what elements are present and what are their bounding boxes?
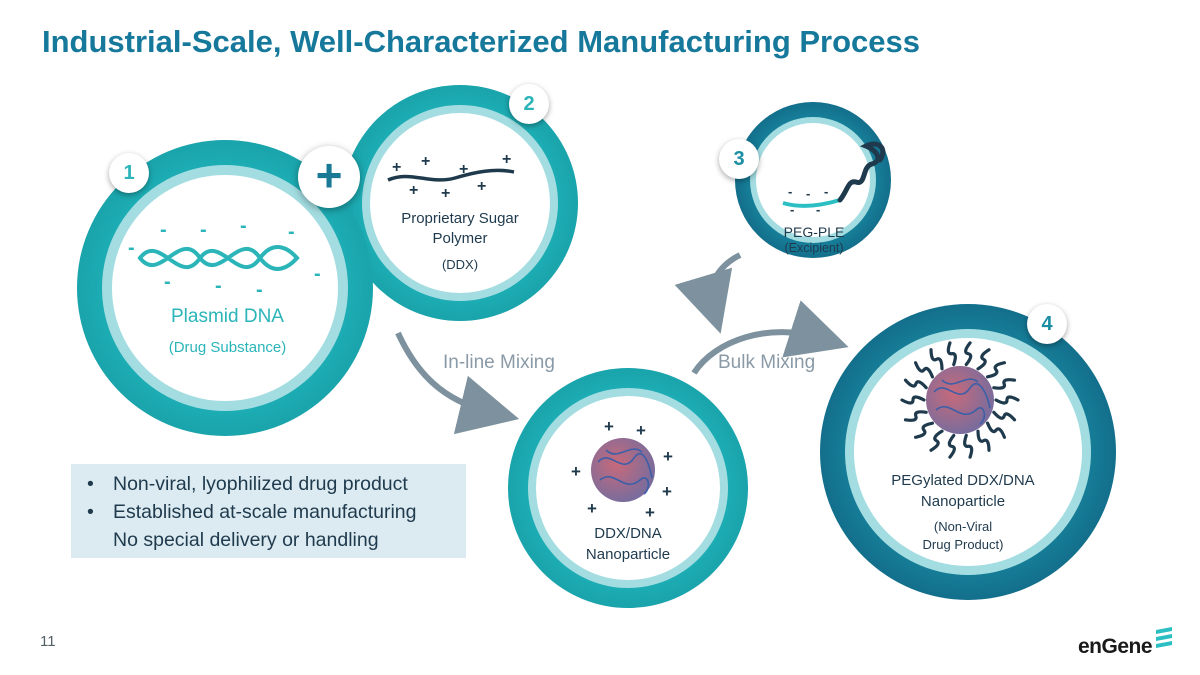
step3-badge: 3 bbox=[719, 139, 759, 179]
svg-text:-: - bbox=[824, 184, 828, 199]
step4-label-line1: PEGylated DDX/DNA bbox=[891, 472, 1035, 489]
plasmid-charges: ---- ----- bbox=[128, 215, 321, 301]
peg-tail bbox=[946, 341, 957, 367]
step3-sublabel: (Excipient) bbox=[784, 241, 844, 255]
step1-badge: 1 bbox=[109, 153, 149, 193]
step2-sublabel: (DDX) bbox=[441, 257, 479, 272]
step4-label-line2: Nanoparticle bbox=[920, 493, 1006, 510]
svg-text:-: - bbox=[215, 275, 222, 297]
svg-text:+: + bbox=[636, 421, 646, 440]
sugar-polymer-icon: ++++ +++ bbox=[387, 151, 515, 202]
plus-icon: + bbox=[315, 149, 343, 201]
svg-text:+: + bbox=[662, 482, 672, 501]
intermediate-label-line1: DDX/DNA bbox=[594, 525, 662, 542]
bullet-item: •Non-viral, lyophilized drug product bbox=[87, 470, 466, 498]
logo-mark-icon bbox=[1156, 627, 1172, 648]
step3-circle bbox=[735, 102, 891, 258]
peg-tail bbox=[985, 361, 1007, 379]
step2-label-line2: Polymer bbox=[432, 230, 488, 247]
bulk-mixing-label: Bulk Mixing bbox=[718, 352, 816, 373]
peg-ple-arrow bbox=[674, 252, 742, 334]
peg-tail bbox=[900, 395, 926, 405]
peg-tail bbox=[976, 429, 991, 452]
step2-badge: 2 bbox=[509, 84, 549, 124]
svg-text:+: + bbox=[587, 499, 597, 518]
peg-tail bbox=[929, 348, 944, 371]
peg-ple-icon: --- -- bbox=[782, 141, 886, 217]
svg-text:+: + bbox=[409, 182, 418, 199]
svg-text:-: - bbox=[314, 263, 321, 285]
step3-label: PEG-PLE bbox=[783, 224, 845, 240]
plasmid-dna-icon bbox=[137, 245, 300, 271]
svg-text:-: - bbox=[240, 215, 247, 237]
peg-tail bbox=[963, 433, 974, 459]
peg-tail bbox=[903, 378, 928, 390]
peg-tail bbox=[913, 421, 935, 439]
page-title: Industrial-Scale, Well-Characterized Man… bbox=[42, 24, 921, 59]
peg-tail bbox=[913, 361, 935, 379]
svg-text:+: + bbox=[571, 462, 581, 481]
logo-text: enGene bbox=[1078, 635, 1153, 658]
step4-sublabel-line1: (Non-Viral bbox=[933, 519, 993, 534]
plus-connector bbox=[298, 146, 360, 208]
step1-label: Plasmid DNA bbox=[171, 306, 284, 327]
svg-text:+: + bbox=[459, 161, 468, 178]
svg-text:-: - bbox=[164, 271, 171, 293]
pegylated-nanoparticle-icon bbox=[900, 341, 1020, 459]
svg-text:+: + bbox=[477, 178, 486, 195]
inline-mixing-arrow bbox=[395, 331, 520, 435]
step1-sublabel: (Drug Substance) bbox=[168, 339, 287, 356]
page-number: 11 bbox=[40, 633, 56, 650]
bullet-item: •Established at-scale manufacturing bbox=[87, 498, 466, 526]
peg-tail bbox=[976, 348, 991, 371]
peg-tail bbox=[929, 429, 944, 452]
step2-circle bbox=[342, 85, 578, 321]
peg-tail bbox=[964, 341, 973, 367]
svg-text:+: + bbox=[441, 185, 450, 202]
step4-circle bbox=[820, 304, 1116, 600]
peg-tail bbox=[992, 410, 1017, 422]
svg-text:-: - bbox=[816, 202, 820, 217]
bulk-mixing-arrow bbox=[691, 300, 849, 375]
ddx-dna-nanoparticle-icon: + + + + + + + bbox=[571, 417, 673, 522]
svg-text:-: - bbox=[790, 202, 794, 217]
bullet-glyph: • bbox=[87, 473, 94, 495]
step1-circle bbox=[77, 140, 373, 436]
svg-text:-: - bbox=[160, 219, 167, 241]
step4-sublabel-line2: Drug Product) bbox=[922, 537, 1004, 552]
intermediate-label-line2: Nanoparticle bbox=[585, 546, 671, 563]
svg-text:-: - bbox=[806, 186, 810, 201]
bullet-glyph: • bbox=[87, 501, 94, 523]
peg-tail bbox=[992, 378, 1017, 390]
svg-text:-: - bbox=[200, 219, 207, 241]
peg-tail bbox=[947, 433, 956, 459]
svg-text:+: + bbox=[392, 159, 401, 176]
key-points-panel: •Non-viral, lyophilized drug product •Es… bbox=[71, 464, 466, 558]
peg-tail bbox=[985, 421, 1007, 439]
peg-tail bbox=[903, 410, 928, 422]
step4-badge: 4 bbox=[1027, 304, 1067, 344]
svg-text:-: - bbox=[128, 237, 135, 259]
svg-text:-: - bbox=[256, 279, 263, 301]
company-logo: enGene bbox=[1078, 635, 1153, 659]
peg-tail bbox=[994, 395, 1020, 405]
inline-mixing-label: In-line Mixing bbox=[443, 352, 555, 373]
svg-text:+: + bbox=[604, 417, 614, 436]
svg-text:-: - bbox=[288, 221, 295, 243]
svg-text:+: + bbox=[663, 447, 673, 466]
bullet-item: No special delivery or handling bbox=[113, 529, 379, 551]
svg-text:+: + bbox=[645, 503, 655, 522]
step2-label-line1: Proprietary Sugar bbox=[401, 210, 519, 227]
svg-text:+: + bbox=[502, 151, 511, 168]
svg-text:+: + bbox=[421, 153, 430, 170]
svg-text:-: - bbox=[788, 184, 792, 199]
